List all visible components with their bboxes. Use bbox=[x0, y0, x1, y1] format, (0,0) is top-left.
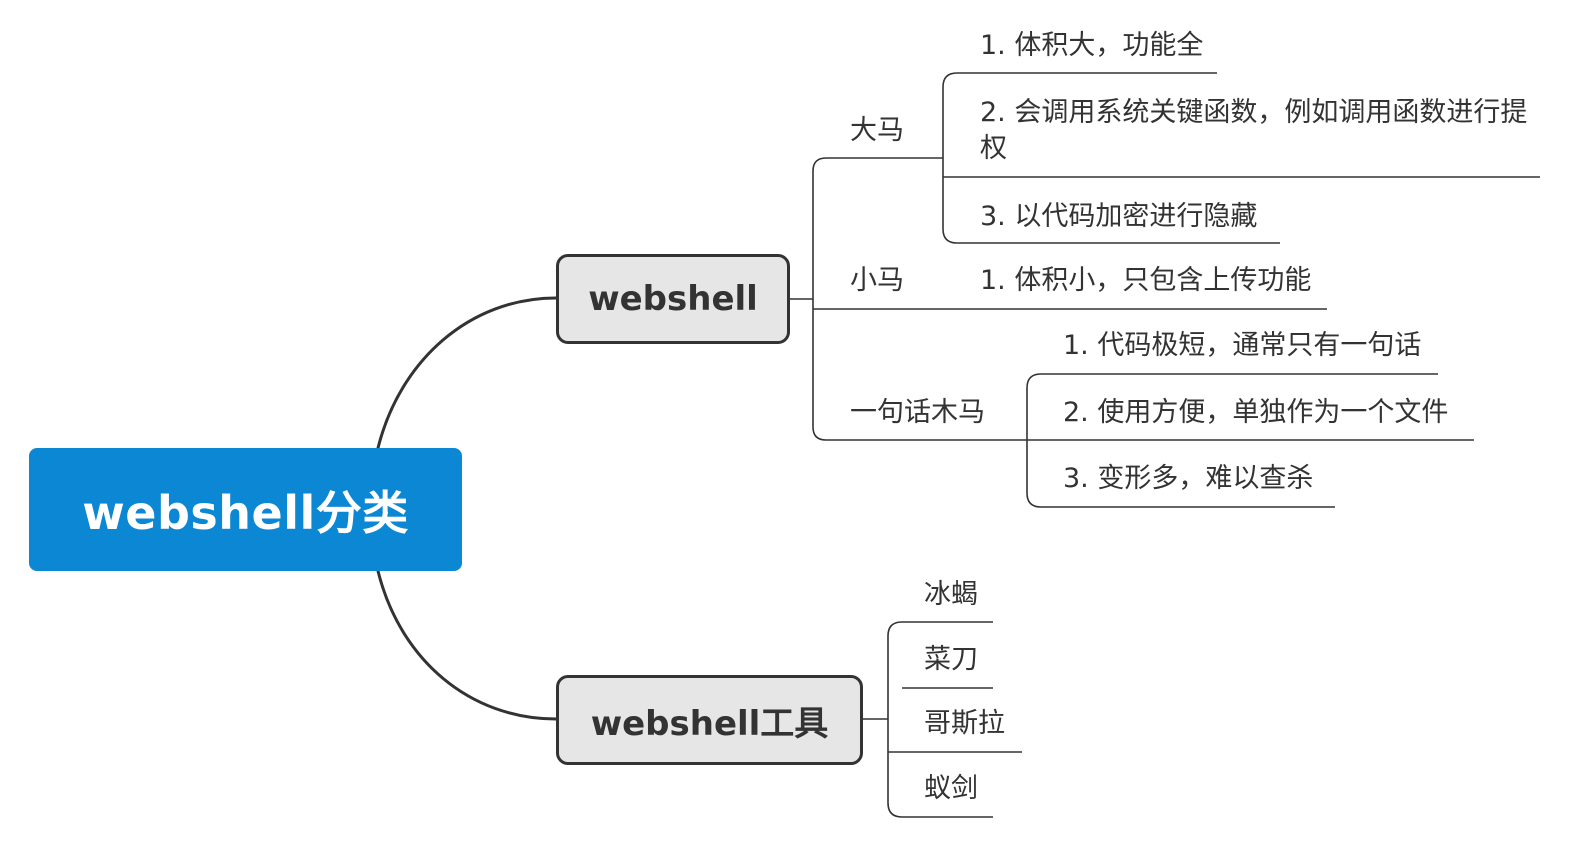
root-topic[interactable]: webshell分类 bbox=[29, 448, 462, 571]
tool-caidao[interactable]: 菜刀 bbox=[924, 644, 978, 675]
root-topic-label: webshell分类 bbox=[82, 485, 409, 540]
connector-damma-bracket bbox=[942, 72, 958, 244]
subtopic-damma[interactable]: 大马 bbox=[850, 115, 904, 146]
subtopic-xiaoma[interactable]: 小马 bbox=[850, 265, 904, 296]
tool-yijian[interactable]: 蚁剑 bbox=[924, 773, 978, 804]
connector-root-tools bbox=[376, 569, 558, 721]
connector-webshell-bracket bbox=[812, 157, 827, 441]
connector-root-webshell bbox=[376, 296, 558, 450]
point-xiaoma-1[interactable]: 1. 体积小，只包含上传功能 bbox=[980, 265, 1312, 296]
topic-webshell-tools[interactable]: webshell工具 bbox=[556, 675, 863, 765]
point-yijuhua-2[interactable]: 2. 使用方便，单独作为一个文件 bbox=[1063, 397, 1449, 428]
topic-webshell-tools-label: webshell工具 bbox=[590, 703, 829, 744]
point-damma-2[interactable]: 2. 会调用系统关键函数，例如调用函数进行提权 bbox=[980, 97, 1528, 164]
point-damma-1[interactable]: 1. 体积大，功能全 bbox=[980, 30, 1204, 61]
point-damma-3[interactable]: 3. 以代码加密进行隐藏 bbox=[980, 201, 1258, 232]
point-yijuhua-3[interactable]: 3. 变形多，难以查杀 bbox=[1063, 463, 1314, 494]
tool-bingxie[interactable]: 冰蝎 bbox=[924, 579, 978, 610]
connector-tools-bracket bbox=[887, 621, 903, 818]
topic-webshell-label: webshell bbox=[588, 279, 758, 319]
subtopic-yijuhua[interactable]: 一句话木马 bbox=[850, 397, 985, 428]
point-yijuhua-1[interactable]: 1. 代码极短，通常只有一句话 bbox=[1063, 330, 1422, 361]
topic-webshell[interactable]: webshell bbox=[556, 254, 790, 344]
tool-gesila[interactable]: 哥斯拉 bbox=[924, 708, 1005, 739]
